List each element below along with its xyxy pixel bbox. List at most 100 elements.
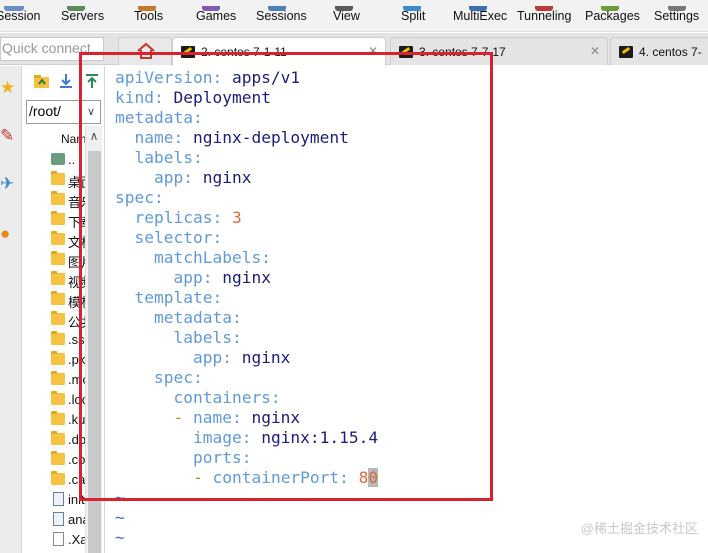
file-list-item[interactable]: .mozilla xyxy=(51,370,85,390)
file-list-item[interactable]: 公共 xyxy=(51,310,85,330)
close-icon[interactable]: ✕ xyxy=(367,44,378,58)
sftp-toolbar xyxy=(23,66,103,98)
folder-icon xyxy=(51,371,65,385)
file-list-item[interactable]: 音乐 xyxy=(51,190,85,210)
folder-icon xyxy=(51,351,65,365)
terminal-text-segment: labels: xyxy=(115,328,242,347)
terminal-line: app: nginx xyxy=(115,168,378,188)
file-list-item[interactable]: .local xyxy=(51,390,85,410)
menu-packages[interactable]: Packages xyxy=(585,6,640,23)
terminal-text-segment: spec: xyxy=(115,188,164,207)
terminal-text-segment: - xyxy=(115,408,193,427)
terminal-line: name: nginx-deployment xyxy=(115,128,378,148)
terminal-text-segment: nginx xyxy=(212,268,271,287)
terminal-line: ports: xyxy=(115,448,378,468)
watermark: @稀土掘金技术社区 xyxy=(580,521,698,536)
terminal-line: containers: xyxy=(115,388,378,408)
menu-view[interactable]: View xyxy=(333,6,360,23)
tab-session-2[interactable]: 2. centos 7-1-11 ✕ xyxy=(172,37,386,66)
terminal-line: matchLabels: xyxy=(115,248,378,268)
terminal-text-segment: app: xyxy=(115,348,232,367)
terminal-line: replicas: 3 xyxy=(115,208,378,228)
menu-split[interactable]: Split xyxy=(401,6,425,23)
terminal-text-segment: nginx-deployment xyxy=(183,128,349,147)
file-icon xyxy=(53,532,64,546)
chevron-down-icon[interactable]: ∨ xyxy=(81,100,101,124)
scroll-up-icon[interactable]: ∧ xyxy=(89,129,99,143)
file-list-item[interactable]: .. xyxy=(51,150,85,170)
upload-icon[interactable] xyxy=(83,72,103,92)
menu-tunneling[interactable]: Tunneling xyxy=(517,6,571,23)
download-icon[interactable] xyxy=(57,72,77,92)
file-list-scrollbar[interactable]: ∧ xyxy=(85,126,102,553)
menu-sessions[interactable]: Sessions xyxy=(256,6,307,23)
terminal-line: spec: xyxy=(115,188,378,208)
scrollbar-thumb[interactable] xyxy=(88,151,101,553)
terminal-text-segment: metadata: xyxy=(115,108,203,127)
file-list-item[interactable]: .ssh xyxy=(51,330,85,350)
file-icon xyxy=(53,512,64,526)
multiexec-icon xyxy=(469,6,487,11)
terminal-text-segment: spec: xyxy=(115,368,203,387)
home-tab[interactable] xyxy=(118,37,172,65)
terminal-line: selector: xyxy=(115,228,378,248)
folder-icon xyxy=(51,311,65,325)
terminal-text-segment: app: xyxy=(115,268,213,287)
file-name: .. xyxy=(68,152,76,167)
menu-session[interactable]: Session xyxy=(0,6,40,23)
file-list-item[interactable]: 图片 xyxy=(51,250,85,270)
parent-dir-icon[interactable] xyxy=(33,72,53,92)
file-name: 文档 xyxy=(68,235,85,250)
folder-icon xyxy=(51,331,65,345)
file-list-item[interactable]: 文档 xyxy=(51,230,85,250)
file-list-item[interactable]: initial-setup-ks.cfg xyxy=(51,490,85,510)
terminal-text-segment: ports: xyxy=(115,448,252,467)
menu-multiexec[interactable]: MultiExec xyxy=(453,6,507,23)
file-list-item[interactable]: anaconda-ks.cfg xyxy=(51,510,85,530)
terminal-text-segment: matchLabels: xyxy=(115,248,271,267)
terminal-text-segment: metadata: xyxy=(115,308,242,327)
terminal-icon xyxy=(181,46,195,58)
terminal-text-segment: name: xyxy=(192,408,242,427)
file-list-item[interactable]: .kube xyxy=(51,410,85,430)
file-list-item[interactable]: 视频 xyxy=(51,270,85,290)
games-icon xyxy=(202,6,220,11)
file-list-item[interactable]: .cache xyxy=(51,470,85,490)
terminal-text-segment: containerPort: xyxy=(212,468,349,487)
path-field[interactable]: /root/ xyxy=(26,100,82,124)
tools-side-icon[interactable]: ✎ xyxy=(0,126,15,145)
file-list-item[interactable]: .dbus xyxy=(51,430,85,450)
tab-session-4[interactable]: 4. centos 7- xyxy=(610,37,708,65)
parent-folder-icon xyxy=(51,153,65,165)
file-name: .kube xyxy=(68,412,85,427)
file-list-item[interactable]: 桌面 xyxy=(51,170,85,190)
folder-icon xyxy=(51,271,65,285)
terminal-line: spec: xyxy=(115,368,378,388)
folder-icon xyxy=(51,431,65,445)
file-list-item[interactable]: 下载 xyxy=(51,210,85,230)
send-icon[interactable]: ✈ xyxy=(0,174,15,193)
file-icon xyxy=(53,492,64,506)
file-list-item[interactable]: 模板 xyxy=(51,290,85,310)
terminal-line: - name: nginx xyxy=(115,408,378,428)
menu-bar: Session Servers Tools Games Sessions Vie… xyxy=(0,0,708,32)
menu-settings[interactable]: Settings xyxy=(654,6,699,23)
terminal-text-segment: name: xyxy=(115,128,184,147)
menu-servers[interactable]: Servers xyxy=(61,6,104,23)
star-icon[interactable]: ★ xyxy=(0,78,16,97)
file-list-item[interactable]: .pki xyxy=(51,350,85,370)
file-name: .mozilla xyxy=(68,372,85,387)
menu-games[interactable]: Games xyxy=(196,6,236,23)
file-list: Name .. 桌面音乐下载文档图片视频模板公共.ssh.pki .mozilla.… xyxy=(23,126,85,553)
macro-icon[interactable]: ● xyxy=(0,224,11,243)
file-name: 桌面 xyxy=(68,175,85,190)
quick-connect-input[interactable]: Quick connect... xyxy=(0,37,104,61)
name-column-header[interactable]: Name xyxy=(61,132,85,146)
tab-session-3[interactable]: 3. centos 7-7-17 ✕ xyxy=(390,37,608,65)
file-list-item[interactable]: .config xyxy=(51,450,85,470)
terminal-text-segment: ~ xyxy=(115,488,125,507)
close-icon[interactable]: ✕ xyxy=(589,44,600,58)
file-list-item[interactable]: .Xauthority xyxy=(51,530,85,550)
menu-tools[interactable]: Tools xyxy=(134,6,163,23)
